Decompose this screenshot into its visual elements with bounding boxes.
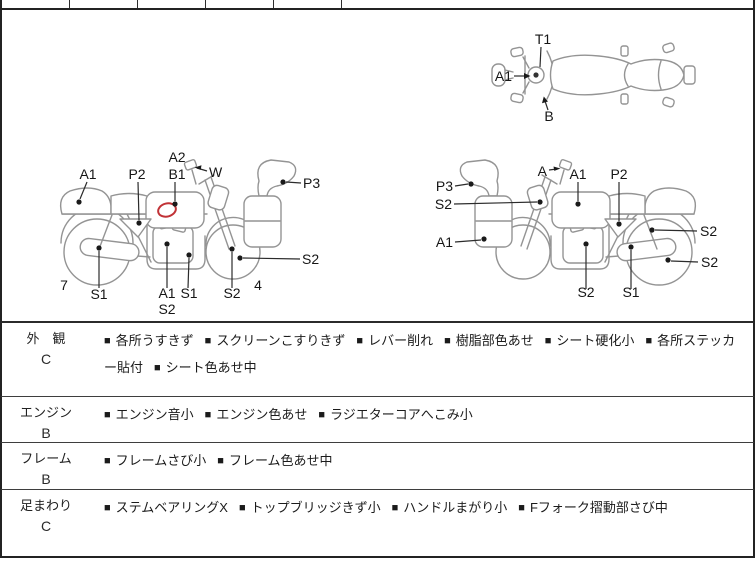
bullet-square-icon: ■ xyxy=(444,335,451,347)
defect-item: ■エンジン音小 xyxy=(104,407,194,422)
marker-label-s1: S1 xyxy=(622,284,639,300)
part-name: フレーム xyxy=(20,451,72,466)
defect-list: ■フレームさび小 ■フレーム色あせ中 xyxy=(90,443,753,489)
grade: C xyxy=(40,351,52,367)
part-name: 足まわり xyxy=(19,498,72,513)
marker-label-a1: A1 xyxy=(158,285,175,301)
defect-list: ■ステムベアリングX ■トップブリッジきず小 ■ハンドルまがり小 ■Fフォーク摺動部さ… xyxy=(90,490,753,556)
leader-lines xyxy=(79,46,699,289)
defect-item: ■エンジン色あせ xyxy=(205,407,308,422)
motorcycle-side-view-art xyxy=(59,159,297,286)
marker-label-p2: P2 xyxy=(610,166,627,182)
bullet-square-icon: ■ xyxy=(391,502,399,514)
marker-label-a1: A1 xyxy=(436,234,453,250)
header-cell xyxy=(342,0,753,8)
grade: C xyxy=(40,518,52,534)
defect-item: ■各所ステッカー貼付 xyxy=(104,333,735,375)
bullet-square-icon: ■ xyxy=(645,335,653,347)
inspection-table: 外 観 C ■各所うすきず ■スクリーンこすりきず ■レバー削れ ■樹脂部色あせ ■シー… xyxy=(0,323,755,558)
inspection-row-exterior: 外 観 C ■各所うすきず ■スクリーンこすりきず ■レバー削れ ■樹脂部色あせ ■シー… xyxy=(0,323,755,397)
marker-label-p2: P2 xyxy=(128,166,145,182)
marker-label-b1: B1 xyxy=(168,166,185,182)
bullet-square-icon: ■ xyxy=(518,502,525,514)
marker-label-s2: S2 xyxy=(302,251,319,267)
bullet-square-icon: ■ xyxy=(217,455,224,467)
part-column: 足まわり C xyxy=(2,490,90,556)
marker-label-s2: S2 xyxy=(577,284,594,300)
defect-item: ■ハンドルまがり小 xyxy=(392,500,508,515)
bullet-square-icon: ■ xyxy=(204,409,212,421)
header-cell xyxy=(274,0,342,8)
defect-item: ■シート色あせ中 xyxy=(154,360,257,375)
part-column: エンジン B xyxy=(2,397,90,442)
header-cell xyxy=(206,0,274,8)
bullet-square-icon: ■ xyxy=(104,409,111,421)
marker-label-b: B xyxy=(544,108,553,124)
marker-label-a1: A1 xyxy=(495,68,512,84)
defect-item: ■シート硬化小 xyxy=(545,333,635,348)
marker-label-s1: S1 xyxy=(180,285,197,301)
marker-label-s2: S2 xyxy=(435,196,452,212)
defect-item: ■レバー削れ xyxy=(356,333,433,348)
header-cell xyxy=(2,0,70,8)
inspection-row-engine: エンジン B ■エンジン音小 ■エンジン色あせ ■ラジエターコアへこみ小 xyxy=(0,397,755,443)
marker-label-s2: S2 xyxy=(223,285,240,301)
marker-label-4: 4 xyxy=(254,277,262,293)
marker-label-p3: P3 xyxy=(436,178,453,194)
bullet-square-icon: ■ xyxy=(204,335,212,347)
marker-label-s2: S2 xyxy=(701,254,718,270)
bullet-square-icon: ■ xyxy=(356,335,364,347)
bullet-square-icon: ■ xyxy=(154,362,161,374)
marker-label-w: W xyxy=(209,164,223,180)
marker-label-7: 7 xyxy=(60,277,68,293)
defect-item: ■フレームさび小 xyxy=(104,453,206,468)
marker-labels: T1 A1 B A1 P2 A2 B1 W P3 S2 7 S1 A1 S2 S… xyxy=(60,31,718,317)
header-cell xyxy=(70,0,138,8)
marker-label-s1: S1 xyxy=(90,286,107,302)
bullet-square-icon: ■ xyxy=(318,409,325,421)
motorcycle-damage-diagram: T1 A1 B A1 P2 A2 B1 W P3 S2 7 S1 A1 S2 S… xyxy=(59,31,718,317)
defect-item: ■トップブリッジきず小 xyxy=(239,500,381,515)
marker-dots xyxy=(76,73,671,263)
bullet-square-icon: ■ xyxy=(104,455,111,467)
defect-item: ■ラジエターコアへこみ小 xyxy=(318,407,472,422)
marker-label-a2: A2 xyxy=(168,149,185,165)
defect-item: ■ステムベアリングX xyxy=(104,500,228,515)
defect-item: ■スクリーンこすりきず xyxy=(205,333,346,348)
defect-item: ■Fフォーク摺動部さび中 xyxy=(518,500,668,515)
table-header-partial-row xyxy=(0,0,755,8)
marker-label-p3: P3 xyxy=(303,175,320,191)
part-name: エンジン xyxy=(19,405,72,420)
defect-list: ■エンジン音小 ■エンジン色あせ ■ラジエターコアへこみ小 xyxy=(90,397,753,442)
part-name: 外 観 xyxy=(26,331,66,346)
defect-item: ■フレーム色あせ中 xyxy=(217,453,332,468)
marker-label-a: A xyxy=(538,163,548,179)
damage-highlight-circle xyxy=(157,202,177,218)
marker-label-a1: A1 xyxy=(79,166,96,182)
grade: B xyxy=(41,425,51,441)
header-cell xyxy=(138,0,206,8)
inspection-row-undercarriage: 足まわり C ■ステムベアリングX ■トップブリッジきず小 ■ハンドルまがり小 ■Fフ… xyxy=(0,490,755,558)
marker-label-s2: S2 xyxy=(158,301,175,317)
marker-label-t1: T1 xyxy=(535,31,552,47)
part-column: 外 観 C xyxy=(2,323,90,396)
part-column: フレーム B xyxy=(2,443,90,489)
grade: B xyxy=(41,471,51,487)
marker-label-s2: S2 xyxy=(700,223,717,239)
defect-item: ■各所うすきず xyxy=(104,333,194,348)
bullet-square-icon: ■ xyxy=(104,502,111,514)
bullet-square-icon: ■ xyxy=(544,335,552,347)
motorcycle-top-view-art xyxy=(491,42,696,108)
diagram-panel: T1 A1 B A1 P2 A2 B1 W P3 S2 7 S1 A1 S2 S… xyxy=(0,8,755,323)
marker-label-a1: A1 xyxy=(569,166,586,182)
bullet-square-icon: ■ xyxy=(238,502,246,514)
defect-item: ■樹脂部色あせ xyxy=(444,333,534,348)
bullet-square-icon: ■ xyxy=(104,335,111,347)
inspection-row-frame: フレーム B ■フレームさび小 ■フレーム色あせ中 xyxy=(0,443,755,490)
defect-list: ■各所うすきず ■スクリーンこすりきず ■レバー削れ ■樹脂部色あせ ■シート硬化小■各… xyxy=(90,323,753,396)
